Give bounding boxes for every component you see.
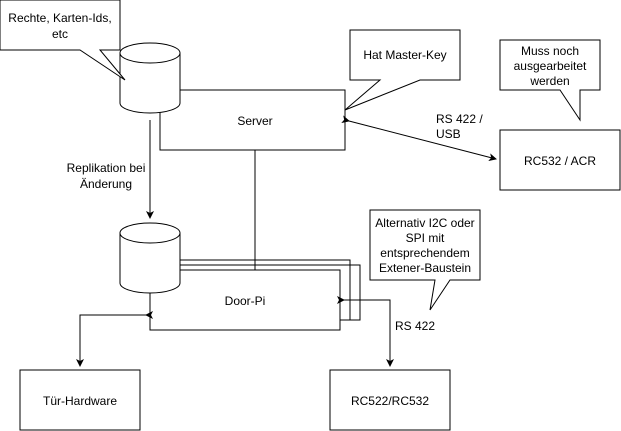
callout-muss-noch-line2: ausgearbeitet <box>514 59 587 73</box>
callout-muss-noch: Muss noch ausgearbeitet werden <box>499 39 601 122</box>
callout-rechte-line1: Rechte, Karten-Ids, <box>8 11 111 25</box>
door-pi-database-icon <box>119 222 181 294</box>
server-database-icon <box>119 42 181 114</box>
rc522-rc532-label: RC522/RC532 <box>351 394 429 408</box>
callout-muss-noch-line1: Muss noch <box>521 44 579 58</box>
callout-muss-noch-line3: werden <box>529 74 569 88</box>
rc522-rc532-box: RC522/RC532 <box>329 369 451 431</box>
edge-label-rs422-usb-line2: USB <box>436 127 461 141</box>
callout-master-key-label: Hat Master-Key <box>363 48 446 62</box>
server-label: Server <box>237 114 272 128</box>
rc532-acr-box: RC532 / ACR <box>499 129 621 191</box>
callout-alternativ-line4: Extener-Baustein <box>379 261 471 275</box>
link-door-pi-rc522 <box>337 296 394 367</box>
callout-alternativ-line3: entsprechendem <box>380 246 469 260</box>
callout-alternativ-line2: SPI mit <box>406 231 445 245</box>
callout-rechte: Rechte, Karten-Ids, etc <box>0 0 126 81</box>
server-box: Server <box>159 89 346 151</box>
link-server-rc532-acr <box>341 115 497 162</box>
door-pi-label: Door-Pi <box>225 294 266 308</box>
edge-label-replikation-line2: Änderung <box>80 177 132 191</box>
edge-label-rs422: RS 422 <box>395 319 435 333</box>
edge-label-rs422-usb-line1: RS 422 / <box>436 112 483 126</box>
link-door-pi-tuer-hardware <box>76 311 153 367</box>
tuer-hardware-label: Tür-Hardware <box>43 394 117 408</box>
callout-alternativ: Alternativ I2C oder SPI mit entsprechend… <box>369 209 481 311</box>
callout-alternativ-line1: Alternativ I2C oder <box>375 216 474 230</box>
edge-label-replikation-line1: Replikation bei <box>67 161 146 175</box>
rc532-acr-label: RC532 / ACR <box>524 154 596 168</box>
door-pi-box: Door-Pi <box>149 269 341 331</box>
tuer-hardware-box: Tür-Hardware <box>19 369 141 431</box>
callout-master-key: Hat Master-Key <box>344 29 461 111</box>
callout-rechte-line2: etc <box>52 27 68 41</box>
